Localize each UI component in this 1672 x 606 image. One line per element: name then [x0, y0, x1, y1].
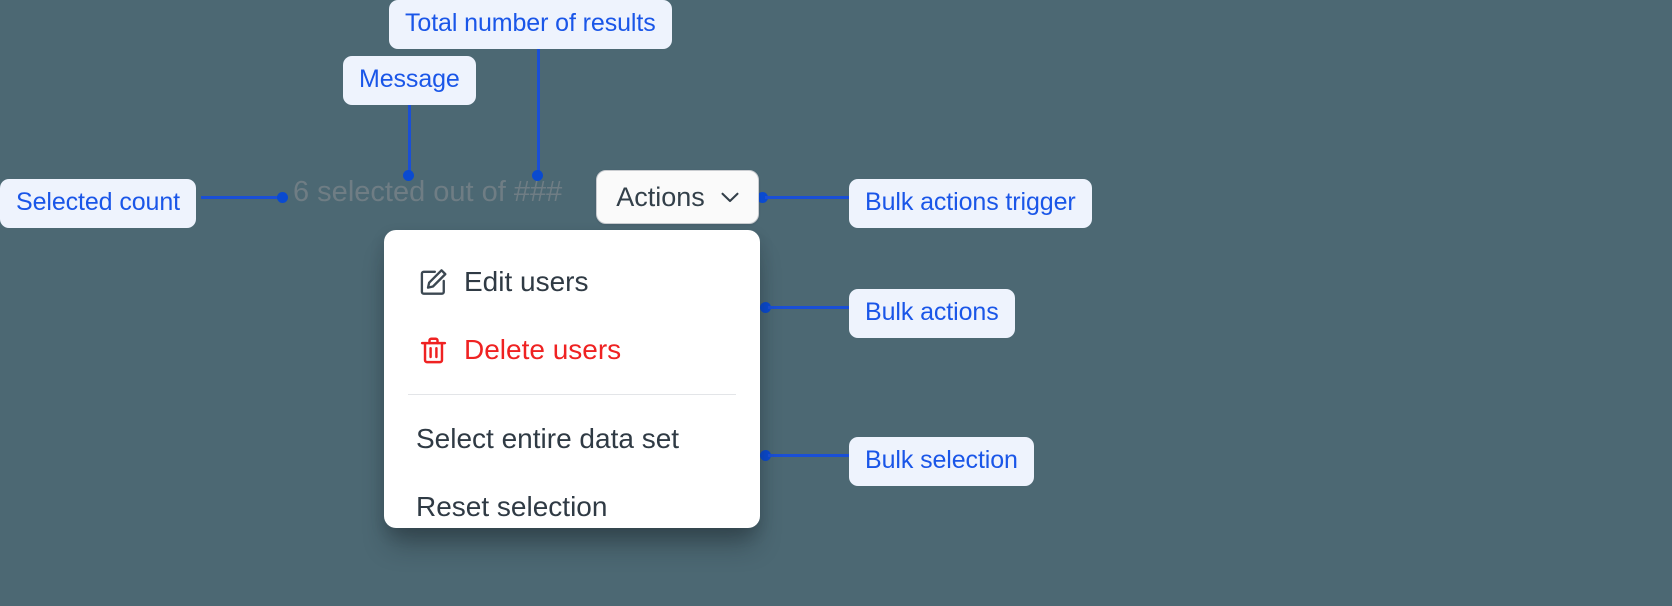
menu-item-edit-users[interactable]: Edit users [384, 248, 760, 316]
actions-button-label: Actions [616, 181, 705, 212]
selected-count-text: 6 selected out of ### [293, 176, 563, 208]
callout-message: Message [343, 56, 476, 105]
connector-selected-count [201, 196, 287, 199]
callout-bulk-selection: Bulk selection [849, 437, 1034, 486]
callout-bulk-actions: Bulk actions [849, 289, 1015, 338]
chevron-down-icon [721, 192, 739, 203]
connector-bulk-actions [768, 306, 852, 309]
bulk-actions-trigger-button[interactable]: Actions [596, 170, 759, 224]
connector-message [408, 91, 411, 176]
connector-bulk-selection [768, 454, 852, 457]
menu-item-reset-selection[interactable]: Reset selection [384, 473, 760, 541]
menu-item-label: Delete users [464, 334, 622, 365]
connector-dot-total-results [532, 170, 543, 181]
edit-pencil-icon [416, 265, 450, 299]
connector-total-results [537, 38, 540, 176]
callout-bulk-actions-trigger: Bulk actions trigger [849, 179, 1092, 228]
connector-dot-message [403, 170, 414, 181]
connector-bulk-actions-trigger [765, 196, 851, 199]
connector-dot-bulk-selection [760, 450, 771, 461]
menu-item-label: Reset selection [416, 491, 608, 522]
menu-item-select-entire-data-set[interactable]: Select entire data set [384, 405, 760, 473]
menu-item-label: Edit users [464, 266, 589, 297]
menu-item-label: Select entire data set [416, 423, 680, 454]
callout-selected-count: Selected count [0, 179, 196, 228]
connector-dot-bulk-actions [760, 302, 771, 313]
menu-divider [408, 394, 736, 395]
bulk-actions-menu: Edit users Delete users Select entire da… [384, 230, 760, 528]
menu-item-delete-users[interactable]: Delete users [384, 316, 760, 384]
connector-dot-selected-count [277, 192, 288, 203]
trash-icon [416, 333, 450, 367]
callout-total-number-of-results: Total number of results [389, 0, 672, 49]
connector-dot-bulk-actions-trigger [757, 192, 768, 203]
